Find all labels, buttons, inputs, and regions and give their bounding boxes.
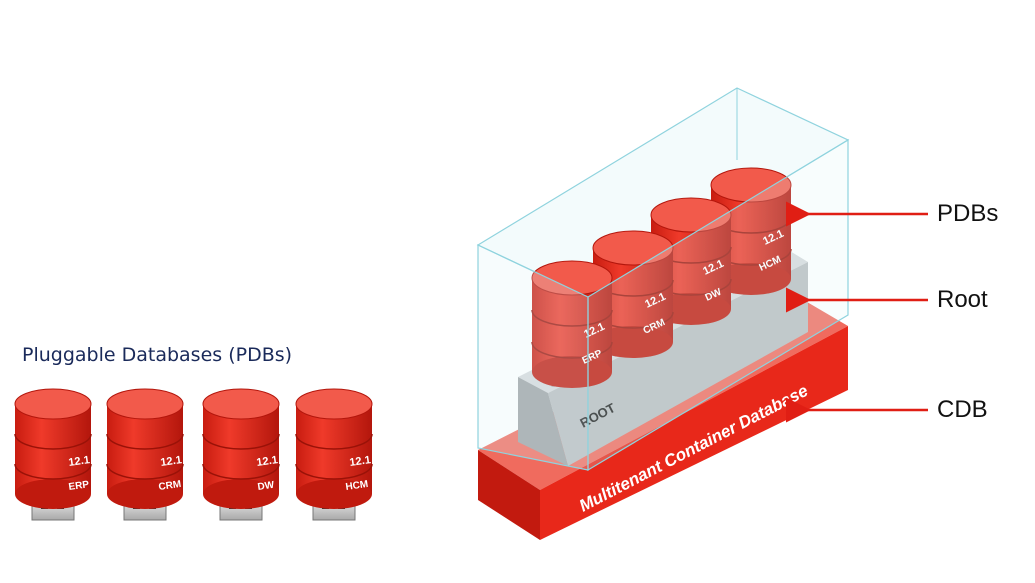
cdb-pdb-erp: 12.1 ERP — [531, 260, 613, 388]
pdb-cylinder — [202, 388, 280, 509]
pdb-name-label: HCM — [345, 479, 369, 493]
pdb-cylinder — [295, 388, 373, 509]
pdb-usb-dw: 12.1 DW — [202, 388, 280, 521]
cdb-pdb-hcm: 12.1 HCM — [710, 167, 792, 295]
pdb-cylinder — [14, 388, 92, 509]
pdb-version-label: 12.1 — [349, 454, 372, 469]
pdb-usb-erp: 12.1 ERP — [14, 388, 92, 521]
glass-container-front — [477, 88, 849, 472]
pdb-name-label: DW — [257, 480, 276, 493]
pluggable-databases-title: Pluggable Databases (PDBs) — [22, 344, 293, 366]
callout-cdb-label: CDB — [937, 396, 988, 423]
pdb-version-label: 12.1 — [160, 454, 183, 469]
pdb-usb-crm: 12.1 CRM — [106, 388, 184, 521]
pdb-cylinder — [650, 197, 732, 325]
pdb-usb-hcm: 12.1 HCM — [295, 388, 373, 521]
pdb-name-label: ERP — [68, 479, 90, 493]
callout-arrows — [786, 201, 928, 423]
pdb-version-label: 12.1 — [256, 454, 279, 469]
pdb-cylinder — [106, 388, 184, 509]
callout-pdbs-label: PDBs — [937, 200, 999, 227]
callout-root-label: Root — [937, 286, 988, 313]
pdb-cylinder — [531, 260, 613, 388]
pdb-name-label: CRM — [158, 479, 182, 493]
cdb-pdb-dw: 12.1 DW — [650, 197, 732, 325]
pdb-version-label: 12.1 — [68, 454, 91, 469]
